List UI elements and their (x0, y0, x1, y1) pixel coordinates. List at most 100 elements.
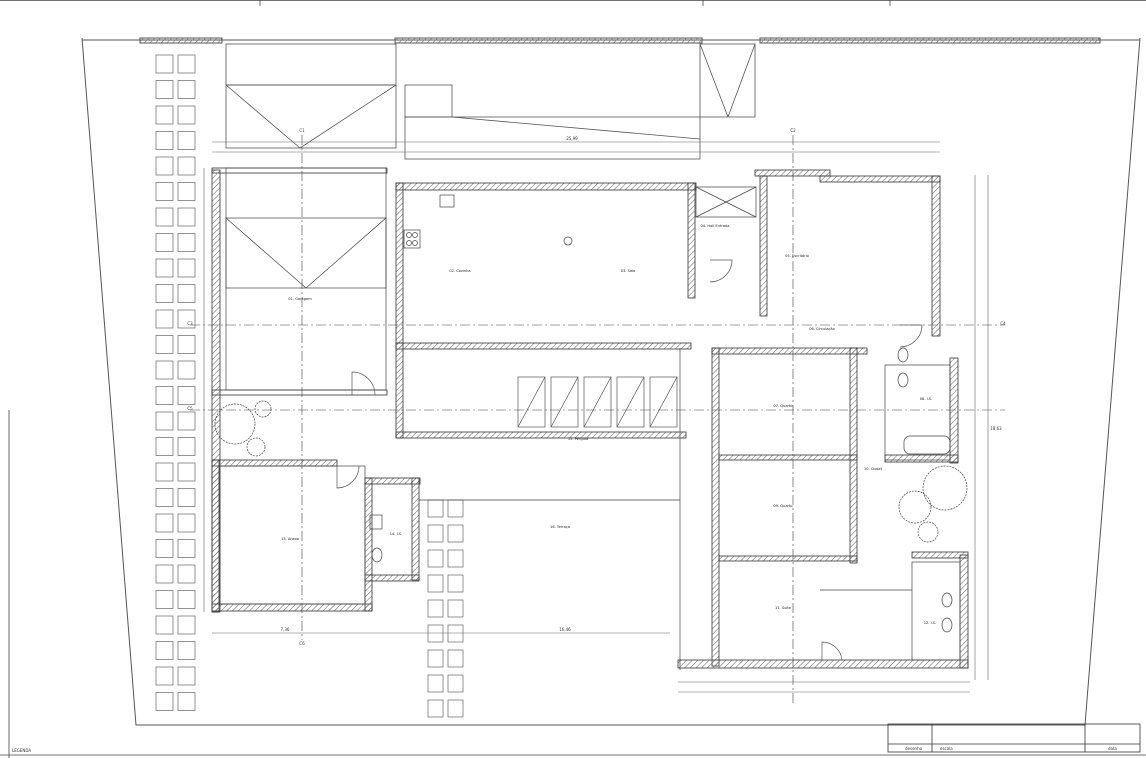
paving-stone (155, 233, 174, 252)
paving-stone (427, 624, 444, 643)
legend-label: LEGENDA (12, 748, 31, 753)
paving-stone (447, 624, 464, 643)
room-label-hall: 04. Hall Entrada (700, 224, 729, 228)
paving-stone (447, 574, 464, 593)
paving-stone (177, 539, 196, 558)
paving-stone (177, 54, 196, 74)
paving-stone (155, 590, 174, 609)
room-label-living: 03. Sala (621, 269, 636, 273)
paving-stone (427, 599, 444, 618)
paving-stone (177, 360, 196, 380)
paving-stone (177, 284, 196, 303)
trees (214, 400, 968, 543)
paving-stone (155, 309, 174, 329)
paving-stone (427, 574, 444, 593)
title-block-col1: desenho (905, 746, 923, 751)
paving-stone (177, 386, 196, 405)
axis-lines (190, 135, 1005, 705)
paving-stone (177, 641, 196, 660)
paving-stone (177, 182, 196, 201)
paving-stone (447, 649, 464, 668)
paving-stone (177, 80, 196, 99)
dimension-lines (203, 141, 989, 693)
paving-stone (427, 699, 444, 718)
paving-stone (447, 599, 464, 618)
dimension-text: 25,99 18,63 7,36 16,46 (281, 136, 1003, 632)
axis-marker-c3: C3 (187, 321, 193, 326)
paving-stone (155, 437, 174, 456)
paving-stone (427, 524, 444, 543)
axis-marker-c4: C4 (1000, 321, 1006, 326)
dim-bottom-mid: 16,46 (559, 627, 571, 632)
room-label-wc2: 12. I.S. (924, 621, 936, 625)
title-block-col2: escala (940, 746, 953, 751)
paving-stone (155, 411, 174, 431)
paving-stone (155, 360, 174, 380)
paving-stone (155, 692, 174, 711)
room-label-office: 05. Escritório (785, 254, 809, 258)
paving-stone (155, 615, 174, 635)
paving-stone (447, 674, 464, 693)
paving-stone (447, 499, 464, 518)
paving-stone (177, 513, 196, 533)
paving-stone (177, 411, 196, 431)
paving-stone (155, 131, 174, 150)
paving-stone (447, 524, 464, 543)
room-label-garage: 01. Garagem (288, 297, 312, 301)
paving-stone (177, 590, 196, 609)
room-label-terrace: 16. Terraço (550, 525, 570, 529)
room-label-annex: 13. Anexo (281, 537, 299, 541)
paving-stones-left (155, 54, 196, 711)
axis-marker-c2: C2 (790, 128, 796, 133)
paving-stone (155, 513, 174, 533)
title-block (887, 723, 1141, 753)
paving-stone (155, 335, 174, 354)
plot-boundary (81, 37, 1141, 726)
paving-stone (177, 666, 196, 686)
interior-lines (219, 167, 961, 670)
paving-stone (155, 641, 174, 660)
paving-stone (427, 649, 444, 668)
room-label-pergola: 15. Pérgula (568, 437, 588, 441)
pergola-slat-diagonal (616, 376, 645, 428)
paving-stone (155, 182, 174, 201)
building-walls (211, 167, 969, 669)
paving-stone (177, 131, 196, 150)
room-label-suite2: 09. Quarto (773, 504, 792, 508)
room-label-wc1: 08. I.S. (920, 397, 932, 401)
pergola-slat (616, 376, 645, 428)
paving-stone (155, 386, 174, 405)
paving-stone (155, 156, 174, 176)
paving-stone (177, 207, 196, 227)
paving-stone (155, 258, 174, 278)
paving-stone (427, 674, 444, 693)
paving-stone (177, 437, 196, 456)
pergola-slat-diagonal (550, 376, 579, 428)
dim-right-total: 18,63 (990, 426, 1002, 431)
paving-stone (447, 699, 464, 718)
paving-stone (177, 258, 196, 278)
paving-stone (155, 80, 174, 99)
room-label-closet: 10. Closet (864, 467, 883, 471)
dim-bottom-left: 7,36 (281, 627, 290, 632)
paving-stone (155, 284, 174, 303)
paving-stone (155, 207, 174, 227)
paving-stone (177, 233, 196, 252)
room-label-suite1: 07. Quarto (773, 404, 792, 408)
paving-stone (177, 488, 196, 507)
paving-stone (177, 615, 196, 635)
paving-stone (155, 54, 174, 74)
door-swings (336, 259, 923, 661)
paving-stone (427, 549, 444, 568)
paving-stone (177, 692, 196, 711)
pergola-slat (550, 376, 579, 428)
paving-stone (155, 564, 174, 584)
paving-stone (177, 105, 196, 125)
paving-stone (155, 539, 174, 558)
title-block-col3: data (1108, 746, 1118, 751)
paving-stones-middle (427, 499, 464, 718)
